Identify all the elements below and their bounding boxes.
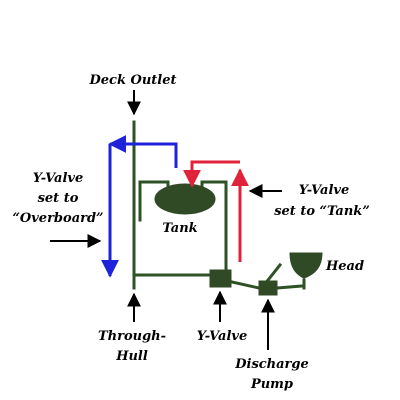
tank-yvalve-label-line2: set to “Tank” bbox=[274, 204, 370, 219]
discharge-pump-icon bbox=[258, 280, 278, 296]
tank-label: Tank bbox=[162, 221, 197, 236]
tank-flow-arrow-top bbox=[183, 160, 240, 188]
tank-yvalve-label-line1: Y-Valve bbox=[299, 183, 350, 198]
plumbing bbox=[132, 120, 306, 290]
overboard-yvalve-label-line3: “Overboard” bbox=[12, 211, 103, 226]
y-valve-icon bbox=[209, 269, 232, 288]
y-valve-label: Y-Valve bbox=[197, 329, 248, 344]
head-label: Head bbox=[325, 259, 364, 274]
through-hull-label-line2: Hull bbox=[115, 349, 148, 364]
tank-icon bbox=[154, 183, 216, 215]
overboard-flow-arrow-top bbox=[108, 135, 178, 168]
discharge-pump-label-line2: Pump bbox=[250, 377, 293, 392]
discharge-pump-label-line1: Discharge bbox=[234, 357, 309, 372]
pump-handle bbox=[265, 262, 283, 283]
overboard-yvalve-label-line2: set to bbox=[38, 191, 79, 206]
deck-outlet-label: Deck Outlet bbox=[89, 73, 177, 88]
head-toilet-icon bbox=[289, 252, 323, 279]
pipe-yvalve-to-pump bbox=[230, 280, 261, 290]
pipe-pump-to-head bbox=[275, 284, 304, 290]
overboard-yvalve-label-line1: Y-Valve bbox=[33, 171, 84, 186]
through-hull-label-line1: Through- bbox=[98, 329, 166, 344]
